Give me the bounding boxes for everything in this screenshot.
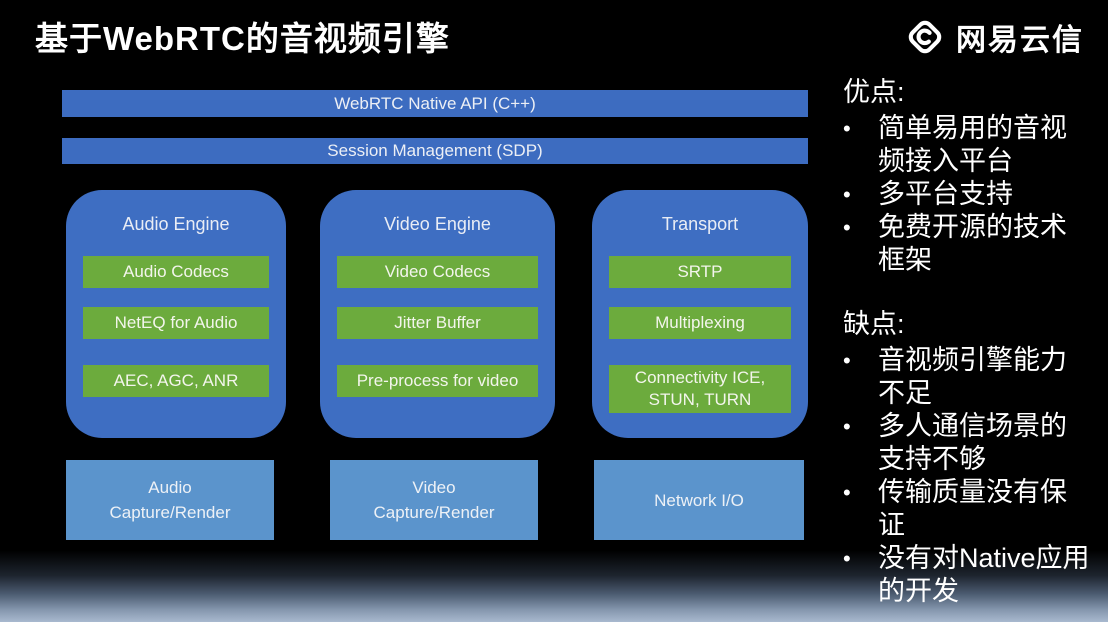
cons-item-label: 多人通信场景的支持不够: [878, 411, 1067, 474]
bullet-icon: •: [843, 546, 851, 571]
netease-yunxin-logo-icon: [908, 20, 942, 54]
video-engine-card: Video Engine Video Codecs Jitter Buffer …: [320, 190, 555, 438]
transport-card: Transport SRTP Multiplexing Connectivity…: [592, 190, 808, 438]
pros-heading: 优点:: [843, 77, 905, 107]
network-io-label: Network I/O: [654, 490, 744, 510]
video-engine-title: Video Engine: [384, 214, 491, 234]
audio-capture-render-label: Audio Capture/Render: [109, 478, 231, 522]
bullet-icon: •: [843, 182, 851, 207]
cons-item-label: 没有对Native应用的开发: [878, 543, 1090, 606]
layer-bar-webrtc-native-api: WebRTC Native API (C++): [62, 90, 808, 117]
pros-list: • 简单易用的音视频接入平台 • 多平台支持 • 免费开源的技术框架: [843, 112, 1103, 277]
module-connectivity-ice-stun-turn: Connectivity ICE, STUN, TURN: [609, 365, 791, 413]
module-srtp: SRTP: [609, 256, 791, 288]
list-item: • 简单易用的音视频接入平台: [843, 112, 1103, 178]
cons-section: 缺点: • 音视频引擎能力不足 • 多人通信场景的支持不够 • 传输质量没有保证…: [843, 308, 1103, 608]
list-item: • 音视频引擎能力不足: [843, 344, 1103, 410]
audio-engine-title: Audio Engine: [122, 214, 230, 234]
cons-list: • 音视频引擎能力不足 • 多人通信场景的支持不够 • 传输质量没有保证 • 没…: [843, 344, 1103, 608]
bullet-icon: •: [843, 480, 851, 505]
module-video-codecs: Video Codecs: [337, 256, 538, 288]
list-item: • 多人通信场景的支持不够: [843, 410, 1103, 476]
pros-item-label: 免费开源的技术框架: [878, 212, 1067, 275]
transport-title: Transport: [661, 214, 739, 234]
brand-name: 网易云信: [956, 24, 1084, 57]
pros-section: 优点: • 简单易用的音视频接入平台 • 多平台支持 • 免费开源的技术框架: [843, 76, 1103, 277]
cons-heading: 缺点:: [843, 309, 905, 339]
brand-logo: 网易云信: [903, 15, 1084, 59]
cons-item-label: 音视频引擎能力不足: [878, 345, 1067, 408]
cons-item-label: 传输质量没有保证: [878, 477, 1067, 540]
page-title: 基于WebRTC的音视频引擎: [35, 20, 450, 57]
pros-item-label: 简单易用的音视频接入平台: [878, 113, 1067, 176]
layer-bar-session-management: Session Management (SDP): [62, 138, 808, 164]
bullet-icon: •: [843, 215, 851, 240]
audio-capture-render-box: Audio Capture/Render: [66, 460, 274, 540]
pros-cons-panel: 优点: • 简单易用的音视频接入平台 • 多平台支持 • 免费开源的技术框架 缺…: [843, 76, 1103, 608]
module-audio-codecs: Audio Codecs: [83, 256, 269, 288]
video-capture-render-label: Video Capture/Render: [373, 478, 495, 522]
list-item: • 传输质量没有保证: [843, 476, 1103, 542]
bullet-icon: •: [843, 348, 851, 373]
audio-engine-card: Audio Engine Audio Codecs NetEQ for Audi…: [66, 190, 286, 438]
module-connectivity-text: Connectivity ICE, STUN, TURN: [634, 368, 766, 409]
module-jitter-buffer: Jitter Buffer: [337, 307, 538, 339]
module-multiplexing: Multiplexing: [609, 307, 791, 339]
network-io-box: Network I/O: [594, 460, 804, 540]
list-item: • 免费开源的技术框架: [843, 211, 1103, 277]
module-aec-agc-anr: AEC, AGC, ANR: [83, 365, 269, 397]
bullet-icon: •: [843, 414, 851, 439]
module-preprocess-for-video: Pre-process for video: [337, 365, 538, 397]
video-capture-render-box: Video Capture/Render: [330, 460, 538, 540]
module-neteq-for-audio: NetEQ for Audio: [83, 307, 269, 339]
bullet-icon: •: [843, 116, 851, 141]
pros-item-label: 多平台支持: [878, 179, 1013, 209]
list-item: • 多平台支持: [843, 178, 1103, 211]
list-item: • 没有对Native应用的开发: [843, 542, 1103, 608]
